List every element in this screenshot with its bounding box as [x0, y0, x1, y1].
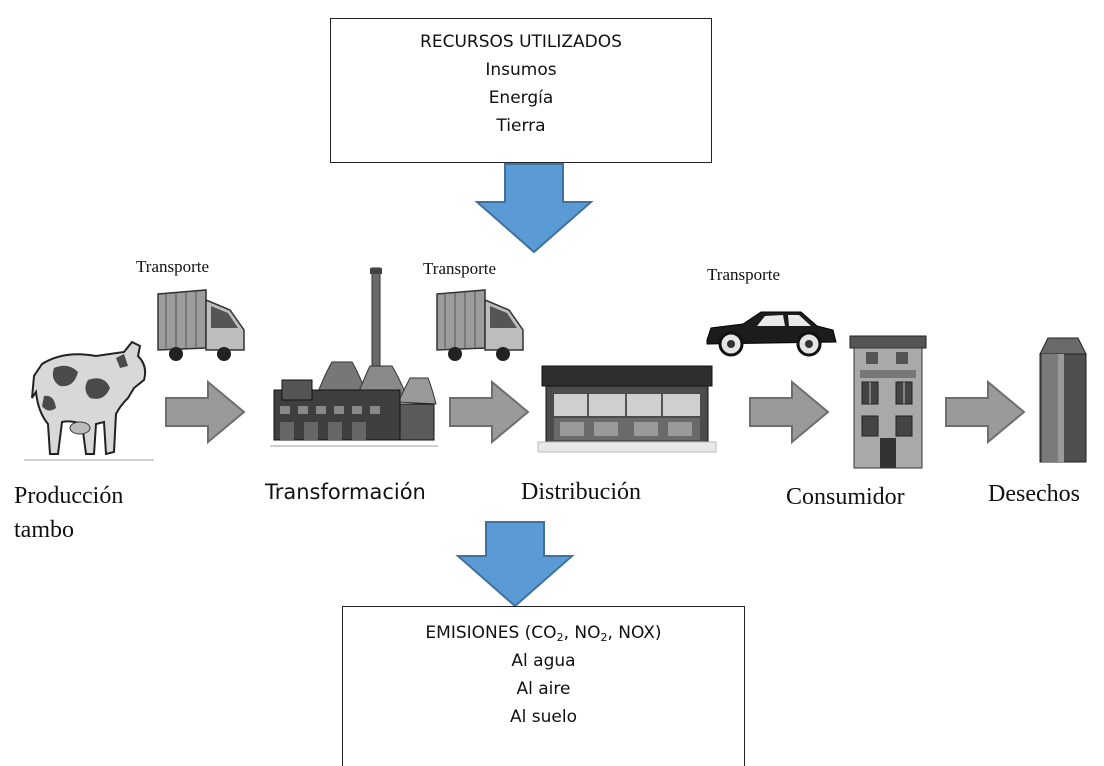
- emissions-title: EMISIONES (CO2, NO2, NOX): [343, 619, 744, 647]
- resources-item-energia: Energía: [488, 88, 554, 108]
- car-icon: [706, 311, 837, 357]
- resources-title: RECURSOS UTILIZADOS: [420, 32, 622, 52]
- emissions-title-mid: , NO: [563, 623, 601, 643]
- stage-label-produccion: Producción tambo: [14, 479, 123, 547]
- milk-carton-icon: [1039, 337, 1087, 463]
- emissions-item-suelo: Al suelo: [510, 707, 577, 727]
- emissions-title-suffix: , NOX): [607, 623, 662, 643]
- flow-arrow-2: [449, 379, 530, 445]
- stage-label-distribucion: Distribución: [521, 479, 641, 505]
- flow-arrow-4: [945, 379, 1026, 445]
- transport-label-3: Transporte: [707, 265, 781, 284]
- transport-label-1: Transporte: [136, 257, 210, 276]
- emissions-title-sub1: 2: [556, 631, 564, 644]
- flow-arrow-1: [165, 379, 246, 445]
- emissions-title-sub2: 2: [600, 631, 608, 644]
- transport-label-2: Transporte: [423, 259, 497, 278]
- stage-label-consumidor: Consumidor: [786, 484, 905, 510]
- store-icon: [537, 365, 717, 453]
- resources-item-tierra: Tierra: [496, 116, 546, 136]
- stage-label-produccion-line1: Producción: [14, 483, 124, 509]
- flow-arrow-3: [749, 379, 830, 445]
- stage-label-desechos: Desechos: [988, 481, 1080, 507]
- resources-box: RECURSOS UTILIZADOS Insumos Energía Tier…: [330, 18, 712, 163]
- truck-icon: [436, 289, 524, 361]
- cow-icon: [24, 340, 154, 461]
- emissions-down-arrow: [455, 521, 575, 608]
- house-icon: [849, 335, 927, 469]
- stage-label-produccion-line2: tambo: [14, 517, 74, 543]
- inputs-down-arrow: [474, 163, 594, 254]
- truck-icon: [157, 289, 245, 361]
- emissions-title-prefix: EMISIONES (CO: [425, 623, 557, 643]
- stage-label-transformacion: Transformación: [265, 480, 426, 504]
- emissions-box: EMISIONES (CO2, NO2, NOX) Al agua Al air…: [342, 606, 745, 766]
- emissions-item-agua: Al agua: [511, 651, 576, 671]
- factory-icon: [270, 267, 438, 447]
- emissions-item-aire: Al aire: [516, 679, 571, 699]
- resources-item-insumos: Insumos: [485, 60, 557, 80]
